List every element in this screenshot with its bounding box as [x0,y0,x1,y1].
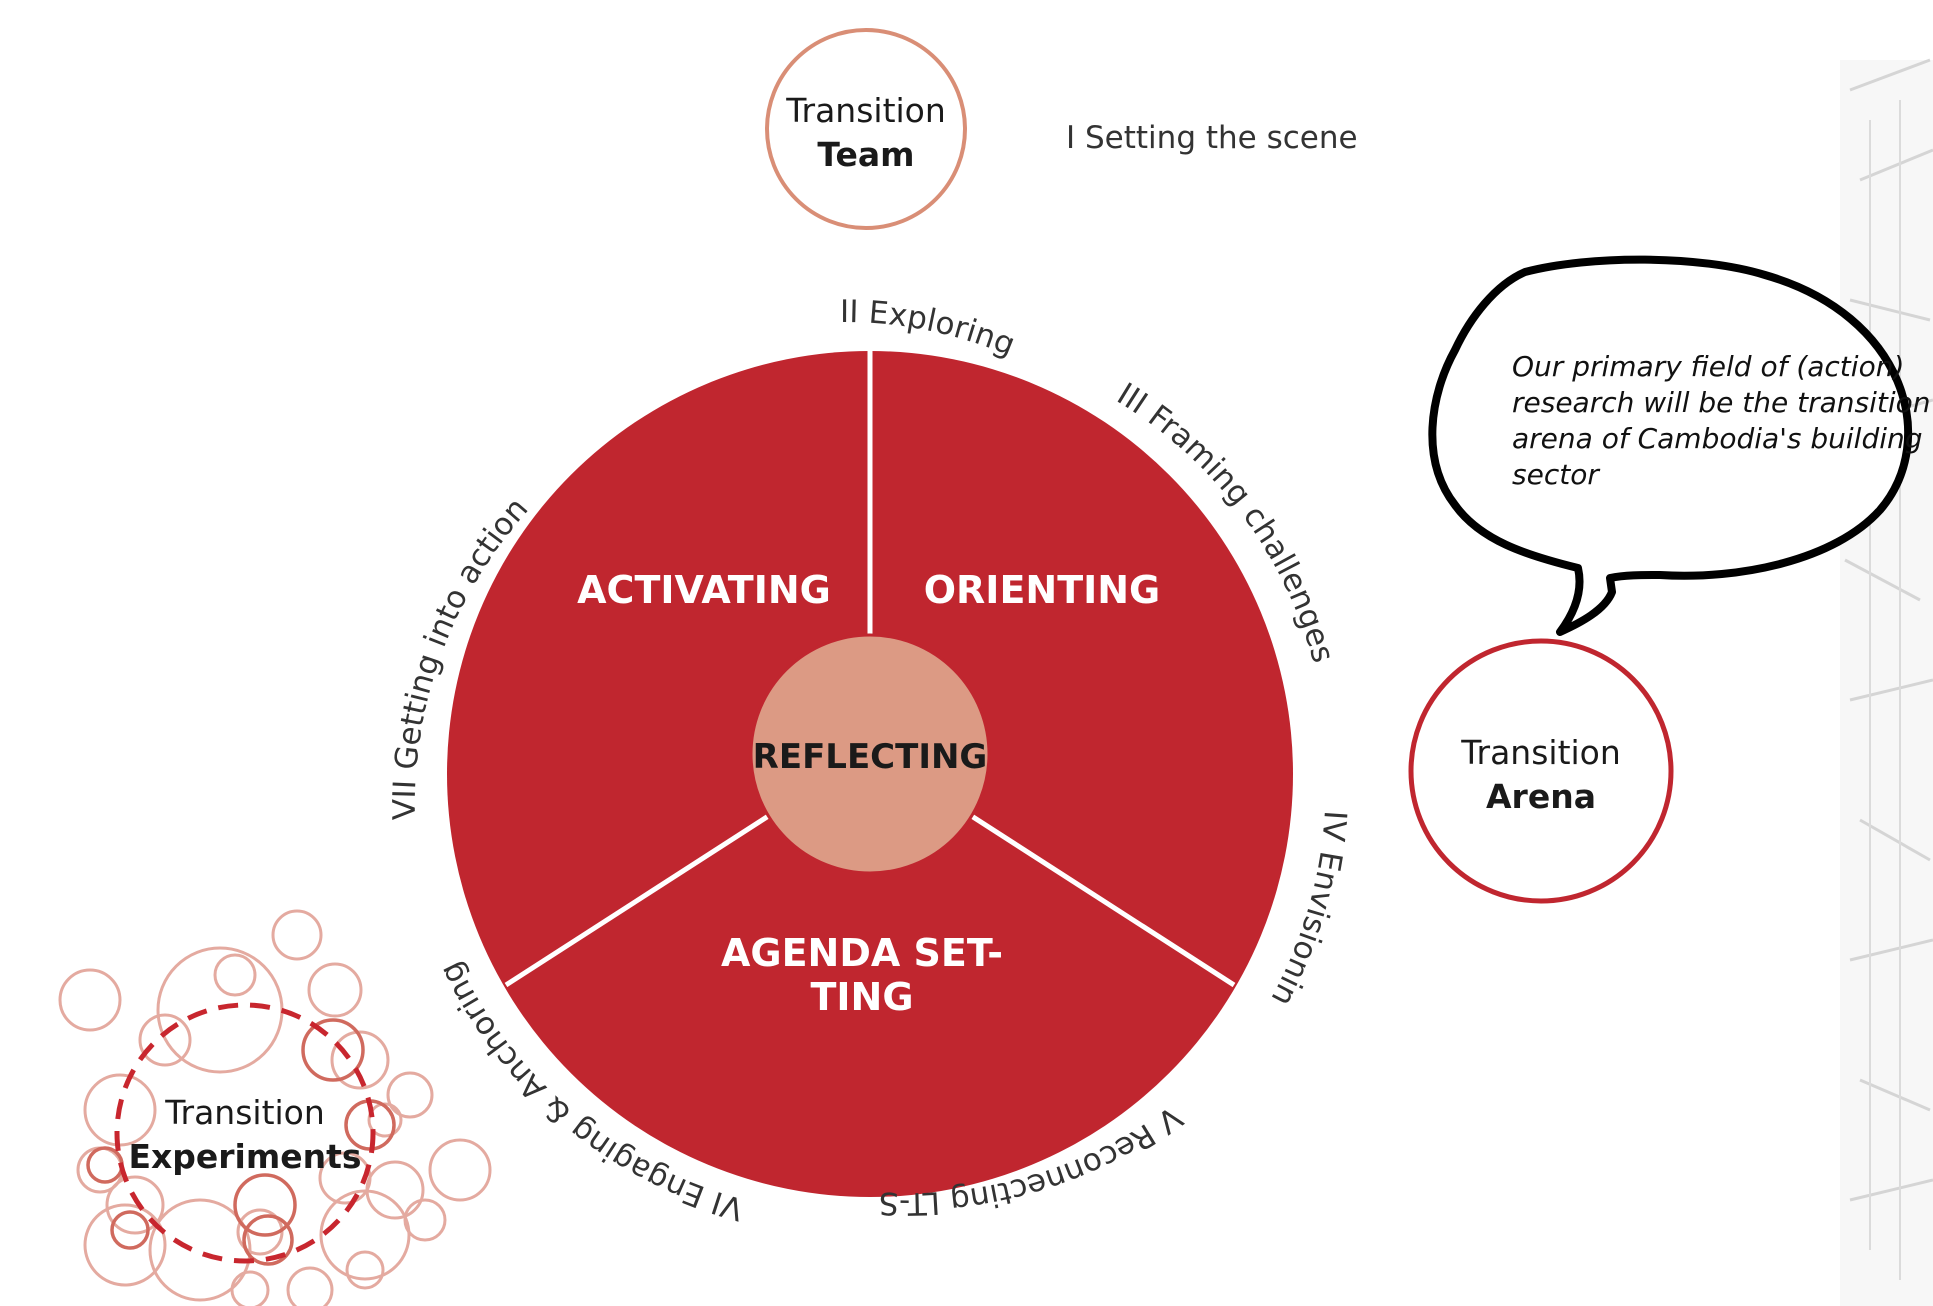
speech-bubble: Our primary field of (action) research w… [1428,255,1931,636]
agenda-setting-label-line2: TING [810,975,913,1019]
speech-bubble-shape [1428,255,1913,636]
reflecting-label: REFLECTING [753,737,988,777]
team-label: Transition [785,91,946,130]
experiment-bubbles-strong [86,1018,396,1266]
bubble-line-1: Our primary field of (action) [1512,350,1904,383]
experiment-bubbles [58,909,492,1306]
background-sketch [1840,58,1933,1306]
transition-wheel: ACTIVATING ORIENTING AGENDA SET- TING RE… [447,351,1293,1197]
arena-label: Transition [1460,733,1621,772]
phase-1-label: I Setting the scene [1066,120,1358,156]
experiments-label-bold: Experiments [128,1137,361,1176]
team-label-bold: Team [817,135,914,174]
orienting-label: ORIENTING [924,568,1161,612]
bubble-line-4: sector [1512,458,1600,491]
experiments-dashed-ring [114,1002,376,1264]
bubble-line-3: arena of Cambodia's building [1512,422,1923,455]
team-ring [765,28,967,230]
bubble-line-2: research will be the transition [1512,386,1931,419]
reflecting-center [749,633,991,875]
divider-left [504,812,772,988]
arena-ring [1408,638,1674,904]
agenda-setting-label-line1: AGENDA SET- [721,931,1003,975]
transition-experiments-node: Transition Experiments [58,909,492,1306]
transition-arena-node: Transition Arena [1408,638,1674,904]
divider-right [968,812,1236,988]
experiments-label: Transition [164,1093,325,1132]
arena-label-bold: Arena [1486,777,1596,816]
activating-label: ACTIVATING [577,568,831,612]
transition-team-node: Transition Team [765,28,967,230]
